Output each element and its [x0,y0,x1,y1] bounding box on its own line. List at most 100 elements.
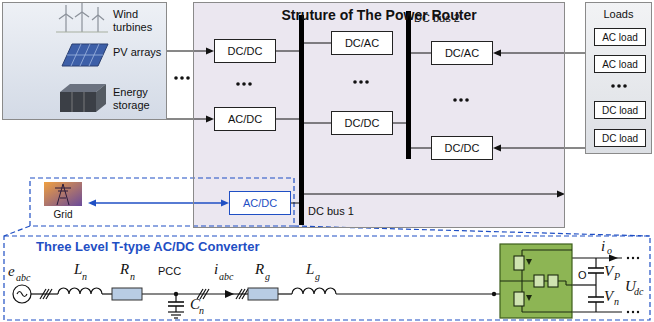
node-text: AC/DC [228,113,262,125]
connector-line [276,119,299,120]
node-text: Loads [586,8,651,21]
node-text: DC load [602,133,638,144]
symbol-subscript: o [607,246,612,256]
converter-box: DC/DC [431,136,493,160]
connector-line [500,148,585,149]
node-text: DC bus 1 [308,205,354,218]
connector-line [95,202,222,203]
symbol-name: C [190,297,200,312]
load-box: AC load [594,28,646,46]
connector [493,50,585,57]
connector-line [304,43,331,44]
node-text: Grid [38,209,88,221]
node-text: DC bus 2 [414,12,460,25]
dc-bus: DC bus 2 [406,11,411,159]
symbol-subscript: P [614,272,620,282]
symbol-name: i [214,262,218,277]
connector [291,203,299,204]
panel-fill [585,2,652,154]
symbol-subscript: abc [219,272,233,282]
converter-box: DC/DC [331,111,393,135]
arrow-head [493,145,501,152]
resistor-symbol [112,288,142,300]
connector-line [411,53,431,54]
connector [393,123,406,124]
connector-line [393,123,406,124]
connector-line [276,51,299,52]
loads-panel: Loads AC load AC load DC load DC load [585,2,652,154]
symbol-subscript: n [130,272,135,282]
panel-fill [193,2,565,228]
symbol-subscript: n [199,306,204,316]
battery-icon [60,84,106,112]
connector [304,43,331,44]
symbol-name: V [604,264,613,279]
node-text: AC/DC [243,197,277,209]
node-text: DC load [602,105,638,116]
connector-line [167,119,207,120]
arrow-head [221,200,229,207]
grid-icon [44,182,82,206]
connector-line [167,51,207,52]
node-name: PCC [158,266,181,277]
node-dot [492,292,496,296]
converter-box: AC/DC [214,107,276,131]
symbol-name: L [74,262,82,277]
wind-turbine-icon [56,3,108,32]
connector [493,145,585,152]
arrow-head [493,50,501,57]
load-box: DC load [594,129,646,147]
converter-box: DC/AC [431,41,493,65]
node-text: PV arrays [113,46,167,59]
zoom-outline [4,178,650,320]
connector [167,116,214,123]
resistor-symbol [248,288,278,300]
panel-fill [2,2,167,120]
arrow-head [206,48,214,55]
converter-block [500,244,572,318]
connector-line [291,203,299,204]
symbol-subscript: n [82,272,87,282]
figure-title: Three Level T-type AC/DC Converter [36,240,259,253]
arrow-head [206,116,214,123]
symbol-name: L [306,262,314,277]
arrow-head [88,200,96,207]
pv-array-icon [62,44,108,66]
grid-node: Grid [38,180,88,224]
connector-line [304,123,331,124]
load-box: AC load [594,55,646,73]
connector [304,123,331,124]
symbol-subscript: n [614,297,619,307]
symbol-subscript: g [265,272,270,282]
symbol-subscript: abc [16,273,30,283]
dc-bus: DC bus 1 [299,15,304,225]
converter-box: AC/DC [229,191,291,215]
symbol-subscript: dc [634,287,643,297]
connector [88,200,229,207]
symbol-name: R [255,262,264,277]
symbol-name: i [601,239,605,254]
connector [276,51,299,52]
connector [411,53,431,54]
load-box: DC load [594,101,646,119]
node-text: Struture of The Power Router [194,7,564,23]
converter-box: DC/AC [331,31,393,55]
node-text: DC/AC [445,47,479,59]
symbol-name: e [8,264,15,279]
symbol-subscript: g [315,272,320,282]
node-text: DC/DC [228,45,263,57]
output-arrow [303,191,565,198]
connector [411,148,431,149]
node-text: AC load [602,32,638,43]
node-text: AC load [602,59,638,70]
node-text: DC/DC [345,117,380,129]
converter-box: DC/DC [214,39,276,63]
connector [276,119,299,120]
ellipsis-dots [174,76,627,102]
node-name: O [578,270,587,281]
source-panel: Wind turbinesPV arraysEnergy storage [2,2,167,120]
node-text: Energy storage [113,86,167,111]
